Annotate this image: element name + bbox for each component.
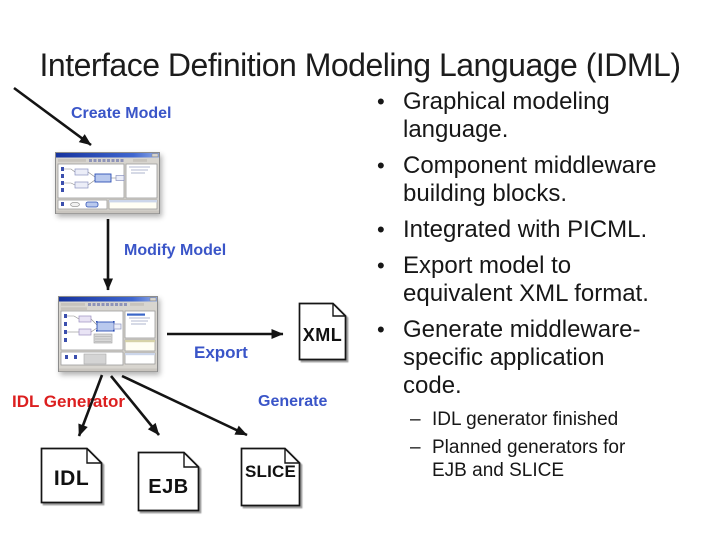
arrow-generate-slice	[121, 374, 248, 437]
app-window-graphic	[58, 296, 158, 372]
gme-editor-screenshot-1	[55, 152, 160, 214]
sub-bullet-list: – IDL generator finished – Planned gener…	[410, 408, 673, 482]
document-label-xml: XML	[302, 325, 343, 345]
bullet-text: Export model to equivalent XML format.	[403, 252, 649, 307]
bullet-list: • Graphical modeling language. • Compone…	[363, 88, 673, 487]
slide-title: Interface Definition Modeling Language (…	[39, 47, 681, 83]
document-icon-xml: XML	[298, 302, 347, 361]
sub-bullet-marker: –	[410, 437, 421, 458]
bullet-marker: •	[377, 217, 385, 242]
gme-editor-screenshot-2	[58, 296, 158, 372]
bullet-item: • Integrated with PICML.	[363, 216, 673, 244]
document-label-slice: SLICE	[244, 462, 297, 481]
idl-generator-label: IDL Generator	[12, 392, 126, 411]
create-model-label: Create Model	[71, 105, 172, 122]
bullet-item: • Graphical modeling language.	[363, 88, 673, 144]
bullet-item: • Component middleware building blocks.	[363, 152, 673, 208]
bullet-text: Integrated with PICML.	[403, 216, 648, 243]
modify-model-label: Modify Model	[124, 242, 227, 259]
bullet-item: • Export model to equivalent XML format.	[363, 252, 673, 308]
document-shape	[137, 451, 200, 512]
bullet-text: Graphical modeling language.	[403, 88, 610, 143]
bullet-marker: •	[377, 153, 385, 178]
document-shape	[40, 447, 103, 504]
document-label-ejb: EJB	[148, 476, 189, 498]
bullet-marker: •	[377, 89, 385, 114]
bullet-text: Generate middleware-specific application…	[403, 316, 641, 399]
bullet-text: Component middleware building blocks.	[403, 152, 657, 207]
document-shape	[240, 447, 301, 507]
generate-label: Generate	[258, 393, 328, 410]
bullet-marker: •	[377, 317, 385, 342]
document-icon-idl: IDL	[40, 447, 103, 504]
app-window-graphic	[55, 152, 160, 214]
sub-bullet-marker: –	[410, 409, 421, 430]
document-icon-slice: SLICE	[240, 447, 301, 507]
document-icon-ejb: EJB	[137, 451, 200, 512]
sub-bullet-item: – Planned generators for EJB and SLICE	[410, 436, 673, 482]
export-label: Export	[194, 343, 248, 362]
sub-bullet-text: Planned generators for EJB and SLICE	[432, 437, 626, 481]
bullet-marker: •	[377, 253, 385, 278]
sub-bullet-text: IDL generator finished	[432, 409, 619, 430]
document-label-idl: IDL	[53, 466, 90, 490]
bullet-item: • Generate middleware-specific applicati…	[363, 316, 673, 400]
document-shape	[298, 302, 347, 361]
sub-bullet-item: – IDL generator finished	[410, 408, 673, 431]
